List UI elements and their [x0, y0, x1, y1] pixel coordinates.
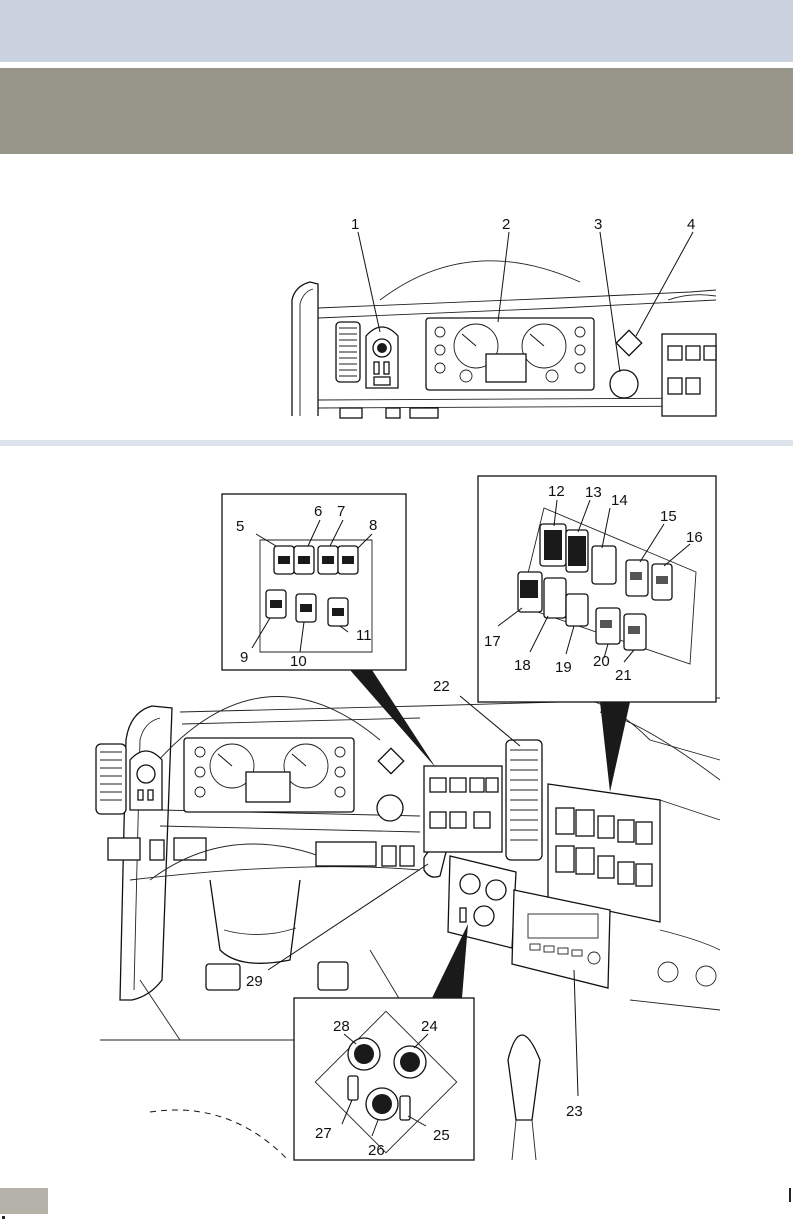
callout-26: 26 [368, 1142, 385, 1159]
callout-19: 19 [555, 659, 572, 676]
callout-16: 16 [686, 529, 703, 546]
callout-10: 10 [290, 653, 307, 670]
callout-29: 29 [246, 973, 263, 990]
callout-17: 17 [484, 633, 501, 650]
callout-9: 9 [240, 649, 248, 666]
callout-25: 25 [433, 1127, 450, 1144]
callout-1: 1 [351, 216, 359, 233]
callout-18: 18 [514, 657, 531, 674]
callout-14: 14 [611, 492, 628, 509]
callout-27: 27 [315, 1125, 332, 1142]
callout-6: 6 [314, 503, 322, 520]
callout-7: 7 [337, 503, 345, 520]
inset-switch-panel-left [222, 494, 436, 768]
callout-3: 3 [594, 216, 602, 233]
top-dashboard-drawing [292, 232, 716, 418]
callout-11: 11 [356, 627, 372, 644]
callout-15: 15 [660, 508, 677, 525]
callout-20: 20 [593, 653, 610, 670]
callout-23: 23 [566, 1103, 583, 1120]
callout-2: 2 [502, 216, 510, 233]
callout-13: 13 [585, 484, 602, 501]
callout-21: 21 [615, 667, 632, 684]
callout-5: 5 [236, 518, 244, 535]
callout-24: 24 [421, 1018, 438, 1035]
callout-28: 28 [333, 1018, 350, 1035]
callout-8: 8 [369, 517, 377, 534]
callout-12: 12 [548, 483, 565, 500]
callout-22: 22 [433, 678, 450, 695]
top-figure-callouts: 1 2 3 4 [351, 216, 695, 233]
callout-4: 4 [687, 216, 695, 233]
